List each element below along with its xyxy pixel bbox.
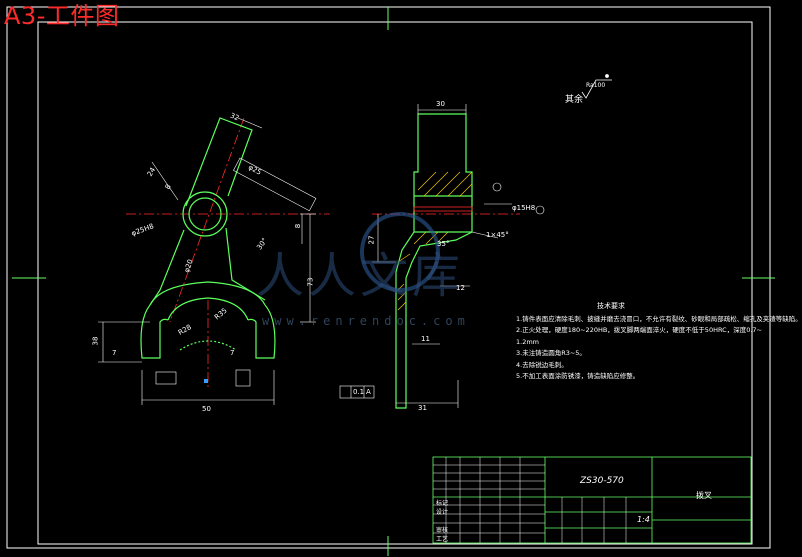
surface-finish-roughness: Ra100 [586, 82, 606, 89]
dim-side-11: 11 [421, 335, 430, 343]
dim-side-width: 30 [436, 100, 445, 108]
surface-finish-label: 其余 [565, 95, 584, 105]
requirement-item: 4.去除锐边毛刺。 [516, 360, 568, 369]
scale-value: 1:4 [637, 515, 650, 524]
title-block [432, 456, 752, 544]
sheet-inner-border [37, 21, 753, 545]
fork-outline [140, 117, 276, 359]
requirement-item: 1.2mm [516, 337, 540, 346]
side-hatching [397, 171, 473, 311]
requirement-item: 5.不加工表面涂防锈漆，铸造缺陷应修整。 [516, 372, 640, 380]
title-block-row-label: 审核 [436, 527, 449, 534]
dim-side-27: 27 [367, 235, 376, 245]
dim-chamfer: 1×45° [486, 231, 509, 239]
requirement-item: 2.正火处理，硬度180~220HB，拨叉脚两端面淬火，硬度不低于50HRC，深… [516, 326, 762, 334]
watermark-logo [360, 212, 440, 292]
dim-bore: φ15H8 [512, 204, 536, 212]
sheet-title: A3-工件图 [4, 2, 120, 30]
cad-drawing-canvas [6, 6, 775, 556]
front-centerlines [126, 117, 330, 390]
dim-length-8: 8 [294, 223, 303, 229]
centering-marks [12, 7, 775, 556]
dim-left-height: 38 [91, 336, 100, 346]
dim-right-small: 7 [230, 349, 235, 357]
requirement-item: 1.铸件表面应清除毛刺、披缝并磨去浇冒口，不允许有裂纹、砂眼和局部疏松、缩孔及夹… [516, 314, 802, 323]
technical-requirements-title: 技术要求 [597, 302, 625, 310]
side-outline [395, 113, 473, 409]
dim-side-angle: 35° [437, 240, 450, 248]
side-bore [413, 206, 473, 212]
side-dimension-lines [372, 104, 512, 408]
watermark-site: www.renrendoc.com [262, 314, 470, 328]
dim-side-12: 12 [456, 284, 465, 292]
watermark-brand: 人人文库 [256, 248, 465, 304]
roughness-symbol [581, 74, 612, 99]
dim-small-offset: 7 [112, 349, 117, 357]
dim-side-bottom: 31 [418, 404, 427, 412]
dim-datum: A [366, 388, 371, 396]
front-tolerance-frames [155, 157, 317, 387]
side-datum-frame [339, 182, 545, 399]
dim-front-width: 50 [202, 405, 211, 413]
part-name: 拨叉 [696, 491, 712, 500]
front-dimension-lines [98, 117, 316, 405]
dim-length-73: 73 [306, 277, 315, 287]
title-block-grid [433, 457, 627, 543]
title-block-row-label: 标记 [436, 500, 449, 507]
title-block-row-label: 工艺 [436, 536, 449, 543]
requirement-item: 3.未注铸造圆角R3~5。 [516, 349, 586, 357]
title-block-row-label: 设计 [436, 509, 449, 516]
dim-tolerance-value: 0.1 [353, 388, 365, 396]
technical-requirements: 技术要求 1.铸件表面应清除毛刺、披缝并磨去浇冒口，不允许有裂纹、砂眼和局部疏松… [516, 301, 802, 383]
front-markers [204, 379, 208, 383]
drawing-number: ZS30-570 [580, 476, 624, 486]
